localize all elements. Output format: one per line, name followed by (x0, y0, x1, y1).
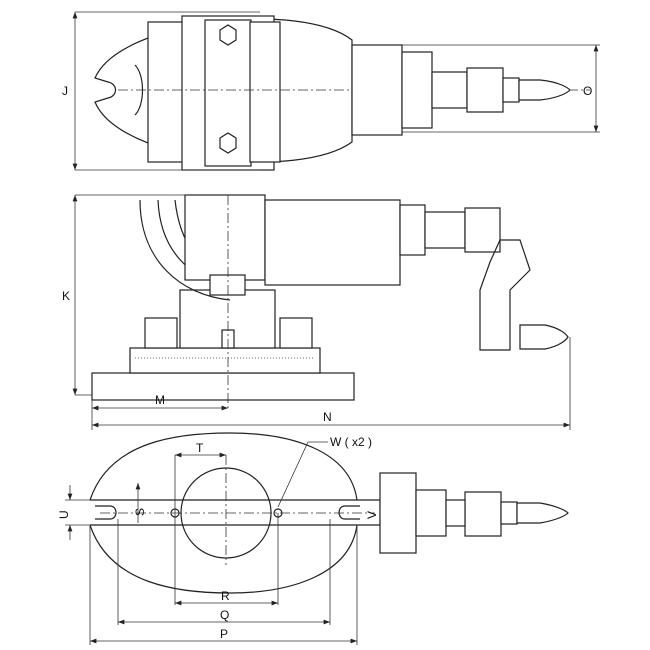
dim-label-v: V (365, 511, 379, 519)
dim-label-w: W ( x2 ) (330, 435, 372, 449)
dim-label-m: M (155, 393, 165, 407)
dim-label-t: T (196, 441, 204, 455)
dim-label-r: R (221, 589, 230, 603)
dim-label-j: J (62, 84, 68, 98)
dim-label-o: O (583, 84, 592, 98)
dim-label-n: N (323, 410, 332, 424)
dim-label-q: Q (220, 608, 229, 622)
dim-label-s: S (133, 508, 147, 516)
bottom-view: T W ( x2 ) S U V R Q P (57, 432, 569, 645)
top-view: J O (62, 11, 600, 171)
dim-label-u: U (57, 510, 71, 519)
dim-label-k: K (62, 289, 70, 303)
dim-label-p: P (220, 627, 228, 641)
side-view: K M N (62, 194, 571, 430)
